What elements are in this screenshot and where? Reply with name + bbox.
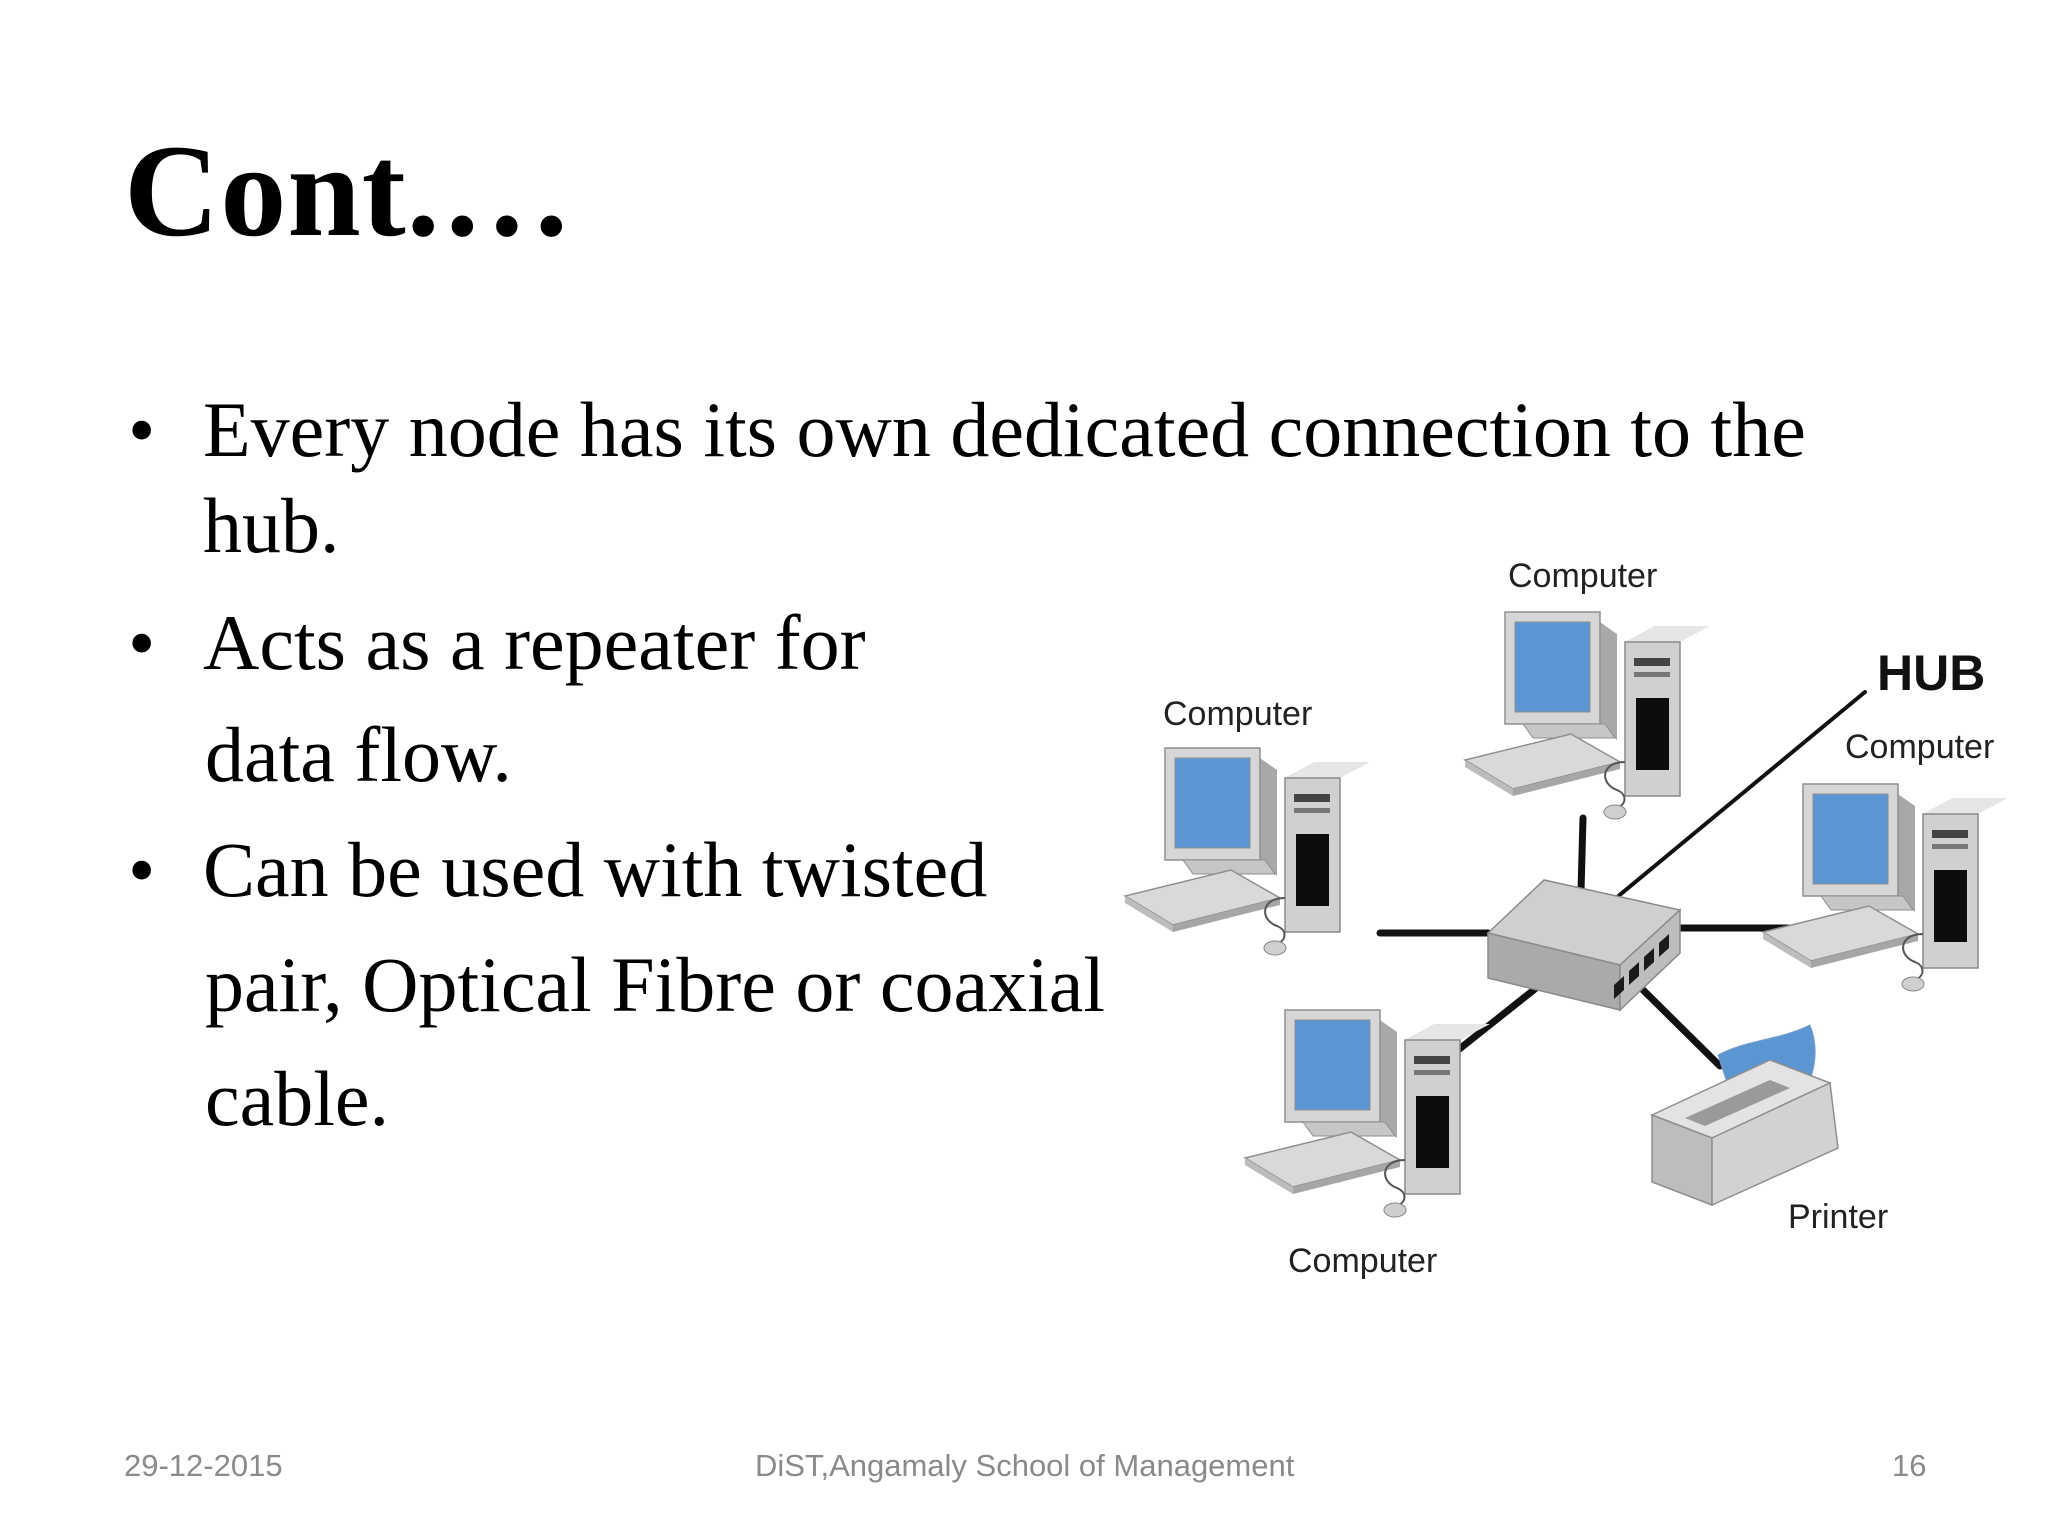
bullet-2-line-2: data flow.	[205, 711, 512, 798]
bullet-marker: •	[128, 386, 156, 473]
computer-label-right: Computer	[1845, 728, 1994, 766]
bullet-3-line-3: cable.	[205, 1055, 390, 1142]
slide-title: Cont.…	[124, 117, 574, 264]
bullet-3-line-1: Can be used with twisted	[203, 826, 988, 913]
computer-label-bottom: Computer	[1288, 1242, 1437, 1280]
bullet-marker: •	[128, 826, 156, 913]
bullet-marker: •	[128, 599, 156, 686]
footer-date: 29-12-2015	[124, 1448, 283, 1483]
hub-label: HUB	[1877, 645, 1985, 701]
bullet-3-line-2: pair, Optical Fibre or coaxial	[205, 941, 1106, 1028]
footer-organization: DiST,Angamaly School of Management	[755, 1448, 1295, 1483]
computer-icon-left	[1124, 747, 1371, 956]
printer-label: Printer	[1788, 1198, 1888, 1236]
bullet-1-line-1: Every node has its own dedicated connect…	[203, 386, 1806, 473]
computer-icon-right	[1762, 783, 2009, 992]
computer-label-left: Computer	[1163, 695, 1312, 733]
hub-icon	[1486, 879, 1682, 1012]
printer-icon	[1650, 1024, 1839, 1207]
bullet-2-line-1: Acts as a repeater for	[203, 599, 866, 686]
computer-icon-top	[1464, 611, 1711, 820]
computer-label-top: Computer	[1508, 557, 1657, 595]
footer-page-number: 16	[1892, 1448, 1927, 1483]
bullet-1-line-2: hub.	[203, 482, 340, 569]
computer-icon-bottom	[1244, 1009, 1491, 1218]
cables	[1376, 690, 1867, 1070]
